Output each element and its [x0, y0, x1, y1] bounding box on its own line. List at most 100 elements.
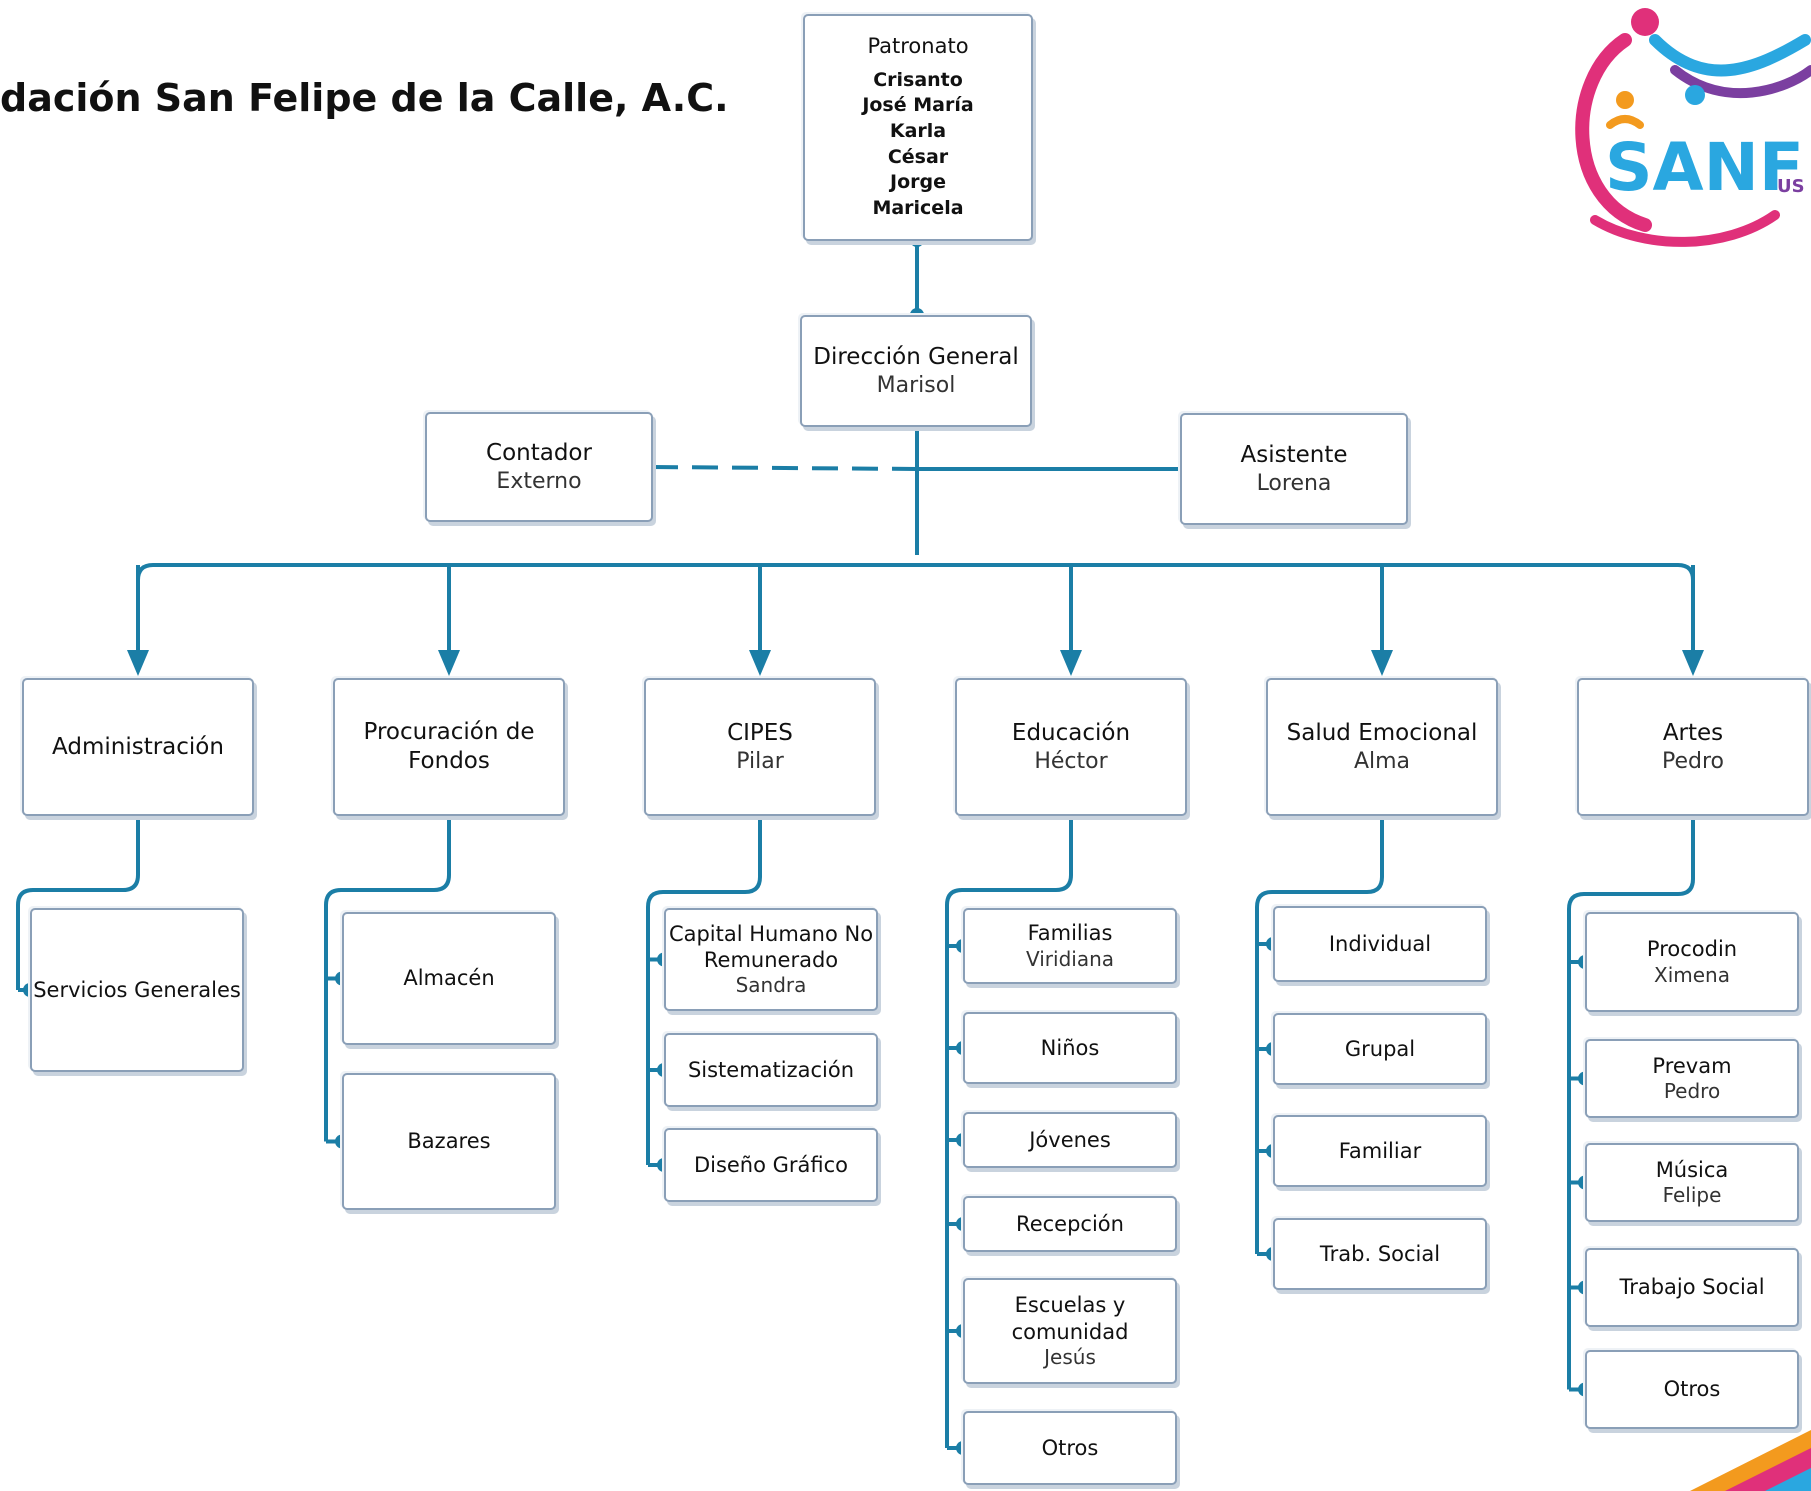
department-6-child-box: Otros — [1585, 1350, 1799, 1429]
department-6-child-title: Otros — [1663, 1377, 1721, 1402]
department-2-box: Procuración de Fondos — [333, 678, 565, 816]
contador-box: Contador Externo — [425, 412, 653, 522]
direccion-person: Marisol — [876, 372, 956, 398]
department-3-child-title: Sistematización — [687, 1057, 855, 1082]
arrow-down-icon — [1060, 650, 1082, 676]
asistente-person: Lorena — [1256, 470, 1332, 496]
patronato-title: Patronato — [867, 34, 969, 59]
department-2-child-box: Almacén — [342, 912, 556, 1045]
department-5-child-title: Familiar — [1338, 1138, 1422, 1163]
department-3-child-title: Capital Humano No Remunerado — [668, 921, 874, 972]
department-5-child-box: Individual — [1273, 906, 1487, 982]
department-3-child-title: Diseño Gráfico — [693, 1152, 849, 1177]
department-6-child-title: Trabajo Social — [1619, 1275, 1765, 1300]
department-4-person: Héctor — [1034, 748, 1108, 774]
arrow-down-icon — [127, 650, 149, 676]
department-4-child-title: Otros — [1041, 1435, 1099, 1460]
department-4-child-title: Escuelas y comunidad — [1011, 1293, 1129, 1344]
arrow-down-icon — [438, 650, 460, 676]
department-4-child-person: Viridiana — [1025, 946, 1115, 971]
department-3-child-person: Sandra — [735, 973, 807, 998]
department-1-title: Administración — [52, 733, 224, 760]
department-4-child-title: Recepción — [1016, 1211, 1124, 1236]
department-2-child-title: Bazares — [407, 1129, 491, 1154]
department-3-person: Pilar — [736, 748, 784, 774]
child-spine-line — [16, 816, 140, 990]
department-6-child-title: Prevam — [1652, 1053, 1732, 1078]
department-5-child-title: Individual — [1328, 931, 1432, 956]
department-5-person: Alma — [1353, 748, 1411, 774]
department-6-child-person: Pedro — [1663, 1079, 1721, 1104]
arrow-down-icon — [1371, 650, 1393, 676]
department-2-child-title: Almacén — [403, 966, 495, 991]
arrow-down-icon — [749, 650, 771, 676]
child-spine-line — [646, 816, 762, 1165]
department-4-title: Educación — [1011, 719, 1131, 746]
department-6-child-box: Trabajo Social — [1585, 1248, 1799, 1327]
department-6-child-title: Música — [1655, 1157, 1729, 1182]
patronato-box: Patronato Crisanto José María Karla Césa… — [803, 14, 1033, 241]
department-5-title: Salud Emocional — [1286, 719, 1478, 746]
patronato-member: Karla — [889, 119, 947, 142]
department-2-title: Procuración de Fondos — [363, 719, 535, 774]
child-spine-line — [945, 816, 1073, 1448]
department-6-person: Pedro — [1661, 748, 1724, 774]
department-6-child-title: Procodin — [1646, 937, 1738, 962]
department-bus — [127, 233, 1704, 676]
department-4-child-title: Familias — [1027, 921, 1113, 946]
direccion-title: Dirección General — [813, 343, 1019, 370]
patronato-member: Crisanto — [873, 68, 963, 91]
department-1-box: Administración — [22, 678, 254, 816]
asistente-title: Asistente — [1240, 441, 1348, 468]
department-3-child-box: Sistematización — [664, 1033, 878, 1107]
department-6-title: Artes — [1662, 719, 1724, 746]
contador-person: Externo — [496, 468, 582, 494]
department-4-child-box: Niños — [963, 1012, 1177, 1084]
child-spine-line — [1255, 816, 1384, 1254]
department-5-child-box: Familiar — [1273, 1115, 1487, 1187]
department-4-child-box: Otros — [963, 1411, 1177, 1485]
patronato-member: Jorge — [890, 171, 946, 194]
department-1-child-title: Servicios Generales — [33, 977, 241, 1002]
department-4-child-box: Jóvenes — [963, 1112, 1177, 1168]
department-6-child-person: Ximena — [1654, 962, 1730, 987]
contador-title: Contador — [486, 439, 592, 466]
department-bus-line — [136, 563, 1695, 640]
department-2-child-box: Bazares — [342, 1073, 556, 1210]
child-spine-line — [1567, 816, 1695, 1390]
patronato-member: César — [887, 145, 949, 168]
logo-text: SANF — [1605, 129, 1804, 206]
corner-accent — [1690, 1430, 1811, 1491]
department-4-child-title: Niños — [1040, 1035, 1100, 1060]
department-1-child-box: Servicios Generales — [30, 908, 244, 1072]
department-5-child-title: Trab. Social — [1319, 1241, 1441, 1266]
department-4-child-box: Recepción — [963, 1196, 1177, 1252]
page-title: dación San Felipe de la Calle, A.C. — [0, 76, 729, 120]
contador-line — [651, 465, 918, 471]
patronato-member: José María — [862, 94, 974, 117]
department-5-child-box: Trab. Social — [1273, 1218, 1487, 1290]
child-spine-line — [324, 816, 451, 1142]
department-3-child-box: Diseño Gráfico — [664, 1128, 878, 1202]
department-4-child-title: Jóvenes — [1029, 1127, 1111, 1152]
department-5-child-title: Grupal — [1344, 1036, 1416, 1061]
arrow-down-icon — [1682, 650, 1704, 676]
department-5-child-box: Grupal — [1273, 1013, 1487, 1085]
organization-logo: SANF US — [1575, 8, 1811, 247]
department-4-child-person: Jesús — [1044, 1344, 1096, 1369]
patronato-member: Maricela — [872, 196, 964, 219]
direccion-general-box: Dirección General Marisol — [800, 315, 1032, 427]
department-6-child-person: Felipe — [1662, 1183, 1722, 1208]
department-3-title: CIPES — [727, 719, 793, 746]
asistente-box: Asistente Lorena — [1180, 413, 1408, 525]
